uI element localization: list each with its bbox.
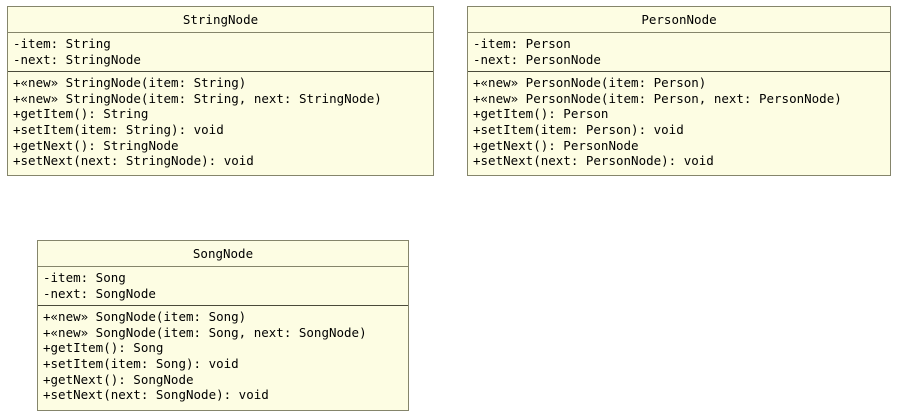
method-line: +setNext(next: SongNode): void [43,387,269,403]
method-line: +setItem(item: Song): void [43,355,239,371]
method-line: +getNext(): SongNode [43,371,194,387]
class-attributes-stringnode: -item: String -next: StringNode [8,33,433,73]
method-line: +getItem(): Person [473,106,609,122]
method-line: +«new» StringNode(item: String, next: St… [13,90,382,106]
class-methods-songnode: +«new» SongNode(item: Song) +«new» SongN… [38,306,408,407]
method-line: +getItem(): Song [43,340,164,356]
method-line: +setNext(next: PersonNode): void [473,153,714,169]
method-line: +setItem(item: String): void [13,121,224,137]
attribute-line: -next: SongNode [43,285,156,301]
method-line: +getItem(): String [13,106,149,122]
method-line: +setItem(item: Person): void [473,121,684,137]
attribute-line: -next: StringNode [13,51,141,67]
method-line: +«new» PersonNode(item: Person) [473,75,707,91]
attribute-line: -item: Song [43,270,126,285]
method-line: +getNext(): PersonNode [473,137,639,153]
uml-class-songnode[interactable]: SongNode -item: Song -next: SongNode +«n… [37,240,409,411]
attribute-line: -item: String [13,36,111,51]
class-title-personnode: PersonNode [468,7,890,33]
method-line: +setNext(next: StringNode): void [13,153,254,169]
method-line: +«new» StringNode(item: String) [13,75,247,91]
class-methods-personnode: +«new» PersonNode(item: Person) +«new» P… [468,72,890,173]
attribute-line: -item: Person [473,36,571,51]
class-attributes-songnode: -item: Song -next: SongNode [38,267,408,307]
method-line: +getNext(): StringNode [13,137,179,153]
uml-class-stringnode[interactable]: StringNode -item: String -next: StringNo… [7,6,434,176]
method-line: +«new» PersonNode(item: Person, next: Pe… [473,90,842,106]
method-line: +«new» SongNode(item: Song) [43,309,247,325]
class-attributes-personnode: -item: Person -next: PersonNode [468,33,890,73]
method-line: +«new» SongNode(item: Song, next: SongNo… [43,324,367,340]
class-methods-stringnode: +«new» StringNode(item: String) +«new» S… [8,72,433,173]
attribute-line: -next: PersonNode [473,51,601,67]
class-title-stringnode: StringNode [8,7,433,33]
uml-class-personnode[interactable]: PersonNode -item: Person -next: PersonNo… [467,6,891,176]
class-title-songnode: SongNode [38,241,408,267]
